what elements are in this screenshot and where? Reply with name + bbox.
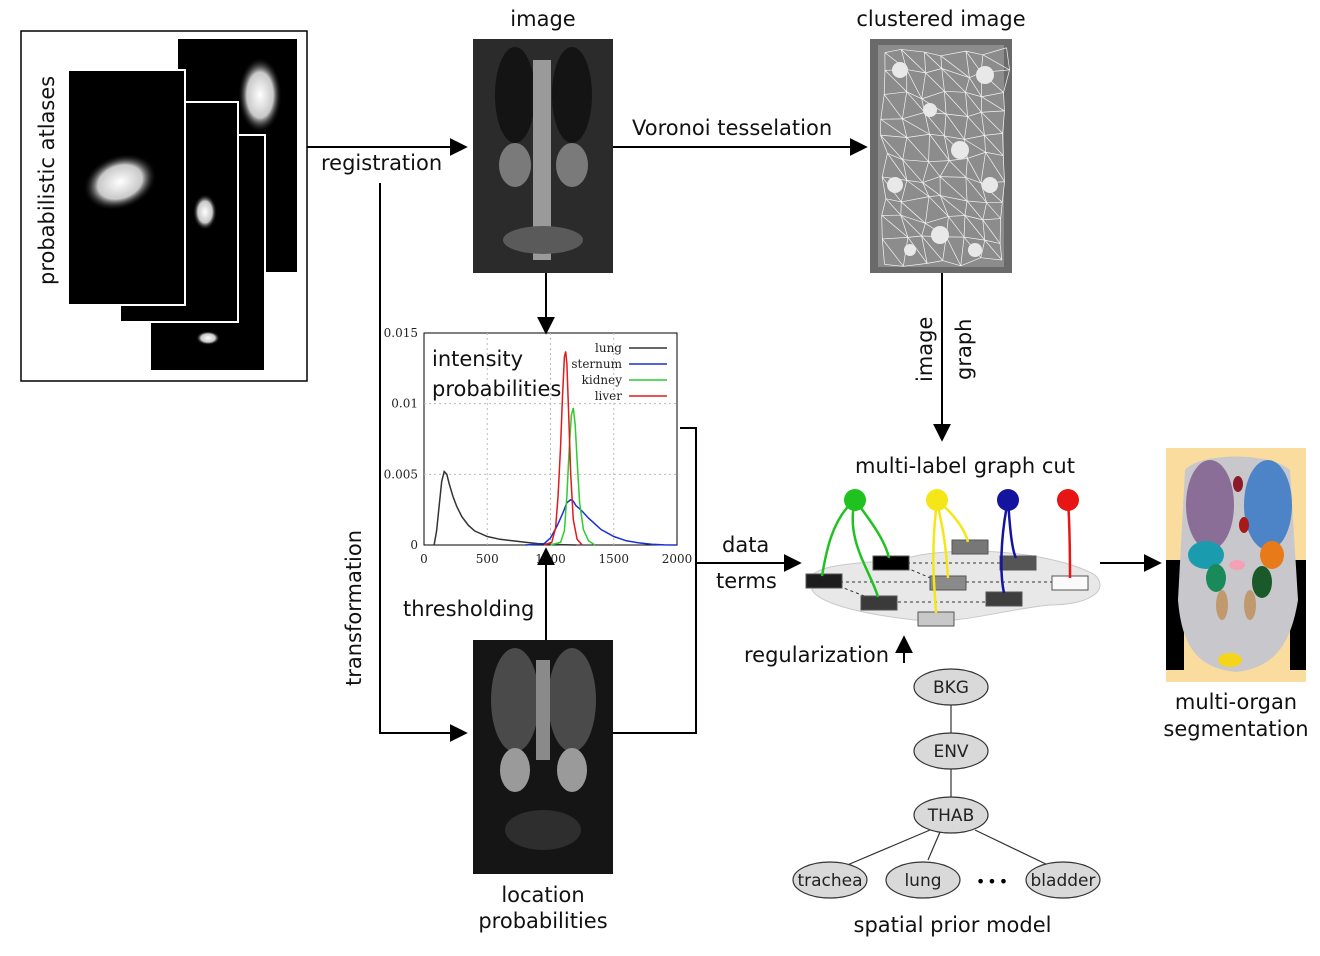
ct-image bbox=[473, 39, 613, 273]
data-terms-label-2: terms bbox=[716, 569, 777, 593]
tree-node-env bbox=[913, 732, 989, 770]
graph-node bbox=[917, 611, 955, 627]
red-label-terminal bbox=[1057, 489, 1079, 511]
tree-label-bkg: BKG bbox=[933, 678, 969, 698]
location-probabilities-label-2: probabilities bbox=[478, 909, 608, 933]
blue-label-terminal bbox=[997, 489, 1019, 511]
segmentation-image bbox=[1166, 448, 1306, 682]
graph-node bbox=[1051, 575, 1089, 591]
chart-xtick-label: 500 bbox=[476, 552, 499, 566]
regularization-label: regularization bbox=[744, 643, 890, 667]
atlases-panel bbox=[20, 30, 308, 382]
green-label-terminal bbox=[844, 489, 866, 511]
chart-legend-label: lung bbox=[595, 341, 622, 355]
graph-cut-illustration bbox=[805, 489, 1101, 627]
intensity-chart: 0 500 1000 1500 2000 0 0.005 0.01 0.015 lung ste… bbox=[384, 326, 693, 566]
tree-label-bladder: bladder bbox=[1031, 871, 1096, 891]
atlases-label: probabilistic atlases bbox=[35, 75, 59, 285]
graph-node bbox=[872, 555, 910, 571]
chart-annotation-line1: intensity bbox=[432, 347, 523, 371]
graph-node bbox=[985, 591, 1023, 607]
chart-xtick-label: 0 bbox=[420, 552, 428, 566]
segmentation-label-2: segmentation bbox=[1163, 717, 1309, 741]
voronoi-label: Voronoi tesselation bbox=[632, 116, 833, 140]
chart-series-sternum bbox=[525, 498, 678, 546]
chart-annotation-line2: probabilities bbox=[432, 377, 561, 401]
tree-label-env: ENV bbox=[933, 742, 968, 762]
segmentation-label-1: multi-organ bbox=[1174, 690, 1298, 714]
clustered-image-label: clustered image bbox=[856, 7, 1026, 31]
tree-label-trachea: trachea bbox=[797, 871, 862, 891]
thresholding-label: thresholding bbox=[403, 597, 535, 621]
transformation-label: transformation bbox=[342, 529, 366, 686]
registration-label: registration bbox=[321, 151, 443, 175]
image-graph-label-1: image bbox=[913, 316, 937, 382]
graph-node bbox=[999, 555, 1037, 571]
tree-label-lung: lung bbox=[904, 871, 941, 891]
chart-ytick-label: 0.01 bbox=[391, 397, 418, 411]
image-label: image bbox=[510, 7, 576, 31]
location-probabilities-image bbox=[473, 640, 613, 874]
chart-series-lung bbox=[433, 469, 576, 546]
chart-xtick-label: 2000 bbox=[662, 552, 693, 566]
chart-ytick-label: 0.015 bbox=[384, 326, 418, 340]
chart-ytick-label: 0 bbox=[410, 538, 418, 552]
spatial-prior-tree: BKG ENV THAB trachea lung bladder ••• bbox=[792, 668, 1101, 899]
chart-legend-label: sternum bbox=[571, 357, 622, 371]
yellow-label-terminal bbox=[926, 489, 948, 511]
chart-series-kidney bbox=[550, 407, 596, 546]
connectors bbox=[307, 138, 1162, 742]
tree-node-bladder bbox=[1025, 861, 1101, 899]
tree-node-trachea bbox=[792, 861, 868, 899]
data-terms-label-1: data bbox=[722, 533, 770, 557]
chart-legend-label: kidney bbox=[582, 373, 623, 387]
clustered-image bbox=[870, 39, 1012, 273]
tree-node-thab bbox=[913, 796, 989, 834]
location-probabilities-label-1: location bbox=[501, 883, 585, 907]
chart-series-liver bbox=[543, 351, 583, 546]
spatial-prior-label: spatial prior model bbox=[853, 913, 1052, 937]
graph-node bbox=[805, 573, 843, 589]
tree-node-bkg bbox=[913, 668, 989, 706]
tree-node-lung bbox=[885, 861, 961, 899]
chart-xtick-label: 1000 bbox=[535, 552, 566, 566]
graph-cut-label: multi-label graph cut bbox=[855, 454, 1075, 478]
chart-legend-label: liver bbox=[595, 389, 623, 403]
image-graph-label-2: graph bbox=[952, 318, 976, 380]
graph-node bbox=[860, 595, 898, 611]
tree-ellipsis: ••• bbox=[976, 872, 1010, 891]
tree-label-thab: THAB bbox=[927, 806, 974, 826]
chart-ytick-label: 0.005 bbox=[384, 467, 418, 481]
graph-node bbox=[951, 539, 989, 555]
chart-xtick-label: 1500 bbox=[598, 552, 629, 566]
